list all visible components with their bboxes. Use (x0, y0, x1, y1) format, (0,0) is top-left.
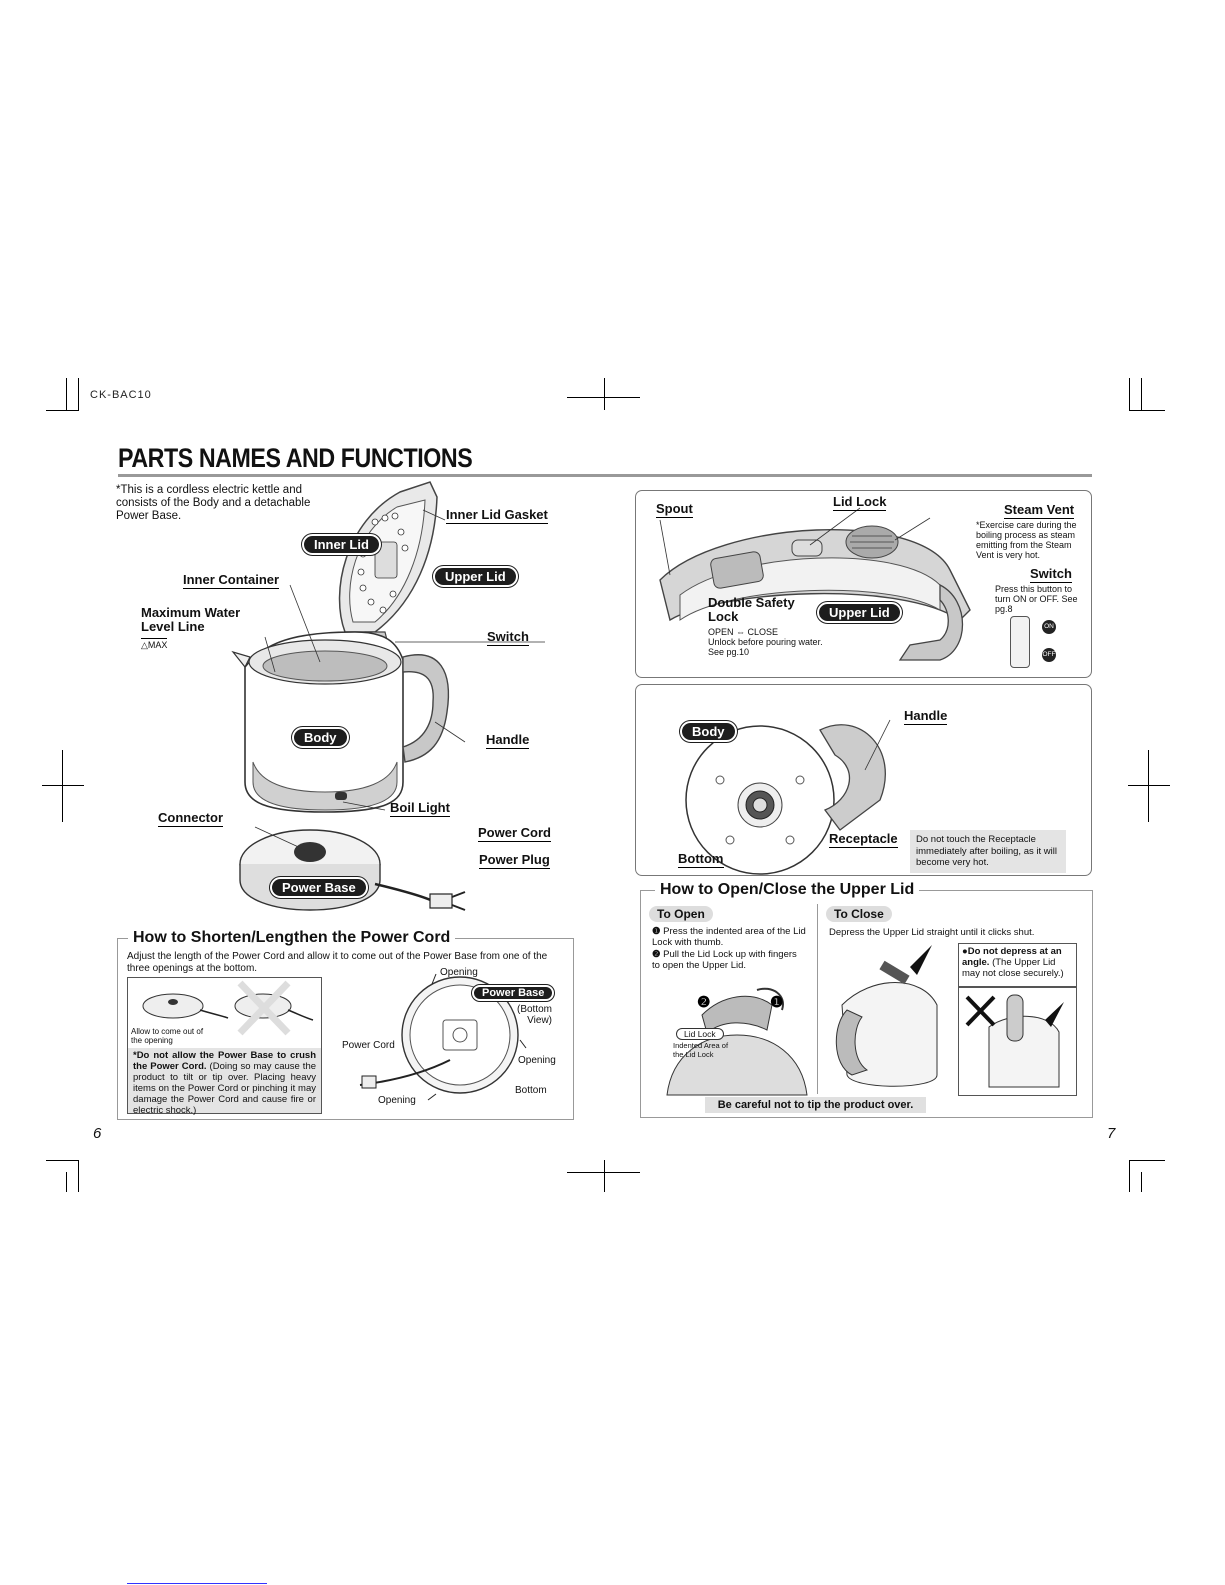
cord-warning-panel: Allow to come out of the opening *Do not… (127, 977, 322, 1116)
label-upper-lid: Upper Lid (433, 566, 518, 587)
lid-lock-callout: Lid Lock (676, 1028, 724, 1040)
page-title: PARTS NAMES AND FUNCTIONS (118, 443, 473, 473)
label-receptacle: Receptacle (829, 831, 898, 848)
cord-section-text: Adjust the length of the Power Cord and … (127, 951, 548, 974)
power-base-drawing (239, 829, 466, 911)
double-note-1: OPEN ⇔ CLOSE (708, 627, 779, 637)
label-lid-lock: Lid Lock (833, 494, 887, 511)
label-opening-top: Opening (440, 967, 478, 978)
double-note-3: See pg.10 (708, 647, 750, 657)
lid-section-divider (817, 904, 818, 1094)
label-steam-vent: Steam Vent (1004, 502, 1075, 519)
power-base-bottom-view (359, 973, 527, 1101)
label-max-water: Maximum Water Level Line (141, 605, 241, 634)
upper-lid-drawing (338, 481, 438, 653)
model-number: CK-BAC10 (90, 389, 152, 401)
label-bottom-view: (Bottom View) (516, 1004, 552, 1026)
label-power-base-2: Power Base (472, 985, 555, 1001)
indented-area-callout: Indented Area of the Lid Lock (673, 1041, 729, 1059)
label-power-base: Power Base (270, 877, 368, 898)
label-handle: Handle (486, 732, 530, 749)
intro-note: *This is a cordless electric kettle and … (116, 484, 311, 522)
label-upper-lid-2: Upper Lid (817, 602, 902, 623)
label-bottom-2: Bottom (678, 851, 724, 868)
svg-text:❶: ❶ (770, 994, 783, 1011)
label-handle-2: Handle (904, 708, 948, 725)
label-spout: Spout (656, 501, 693, 518)
page-number-left: 6 (93, 1125, 102, 1142)
angle-warning: ●Do not depress at an angle. (The Upper … (958, 943, 1077, 988)
label-switch-2: Switch (1030, 566, 1072, 583)
label-body-2: Body (680, 721, 737, 742)
allow-caption: Allow to come out of the opening (131, 1027, 204, 1045)
label-body: Body (292, 727, 349, 748)
open-lid-illustration: ❷ ❶ (666, 987, 808, 1096)
open-step-1: ❶ Press the indented area of the Lid Loc… (652, 926, 806, 948)
title-rule (118, 474, 1092, 477)
kettle-top-illustration (659, 507, 971, 661)
label-power-cord: Power Cord (478, 825, 551, 842)
kettle-body-drawing (231, 631, 450, 813)
svg-text:❷: ❷ (697, 994, 710, 1011)
on-badge: ON (1042, 620, 1056, 634)
label-switch: Switch (487, 629, 529, 646)
careful-banner: Be careful not to tip the product over. (705, 1097, 926, 1113)
label-power-cord-2: Power Cord (342, 1040, 395, 1051)
max-mark: △MAX (141, 638, 168, 650)
receptacle-note: Do not touch the Receptacle immediately … (910, 830, 1066, 873)
switch-note: Press this button to turn ON or OFF. See… (995, 584, 1078, 614)
label-power-plug: Power Plug (479, 852, 550, 869)
label-inner-lid-gasket: Inner Lid Gasket (446, 507, 548, 524)
label-bottom: Bottom (515, 1085, 547, 1096)
cord-warning: *Do not allow the Power Base to crush th… (133, 1050, 317, 1116)
kettle-bottom-illustration (685, 719, 891, 875)
page-number-right: 7 (1107, 1125, 1116, 1142)
label-inner-lid: Inner Lid (302, 534, 381, 555)
close-lid-illustration (835, 945, 938, 1087)
label-opening-right: Opening (518, 1055, 556, 1066)
close-text: Depress the Upper Lid straight until it … (829, 927, 1035, 938)
top-detail-box (635, 490, 1092, 678)
cord-section-title: How to Shorten/Lengthen the Power Cord (128, 929, 456, 947)
to-open-badge: To Open (649, 906, 713, 922)
angle-illustration (958, 986, 1077, 1096)
to-close-badge: To Close (826, 906, 892, 922)
bottom-detail-box (635, 684, 1092, 876)
label-connector: Connector (158, 810, 223, 827)
double-note-2: Unlock before pouring water. (708, 637, 823, 647)
steam-note: *Exercise care during the boiling proces… (976, 520, 1077, 560)
open-step-2: ❷ Pull the Lid Lock up with fingers to o… (652, 949, 797, 971)
bottom-rule (127, 1583, 267, 1584)
label-double-safety-lock: Double Safety Lock (708, 595, 795, 624)
label-boil-light: Boil Light (390, 800, 450, 817)
lid-section-title: How to Open/Close the Upper Lid (655, 881, 920, 899)
off-badge: OFF (1042, 648, 1056, 662)
label-opening-bottom: Opening (378, 1095, 416, 1106)
cord-base-illustrations (142, 980, 314, 1036)
label-inner-container: Inner Container (183, 572, 280, 589)
switch-icon (1010, 616, 1030, 668)
